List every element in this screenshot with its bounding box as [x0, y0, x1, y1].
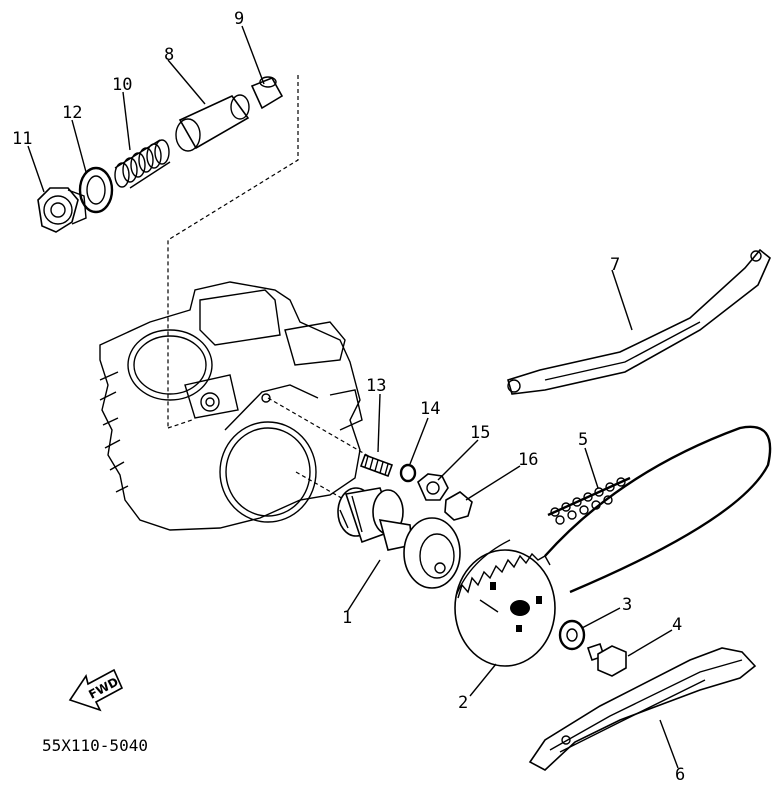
tensioner-cap-bolt	[37, 187, 87, 233]
callout-7: 7	[610, 255, 620, 275]
leader-lines	[27, 25, 679, 769]
callout-16: 16	[518, 450, 538, 470]
tensioner-rod	[175, 94, 250, 152]
callout-10: 10	[112, 75, 132, 95]
sprocket-washer	[558, 619, 586, 651]
callout-2: 2	[458, 693, 468, 713]
callout-12: 12	[62, 103, 82, 123]
stud-bolt	[359, 453, 394, 478]
callout-13: 13	[366, 376, 386, 396]
tensioner-gasket	[78, 166, 114, 214]
callout-15: 15	[470, 423, 490, 443]
part-code: 55X110-5040	[42, 736, 148, 755]
lock-washer	[399, 463, 417, 483]
cam-chain	[455, 425, 772, 597]
callout-3: 3	[622, 595, 632, 615]
chain-guide-upper	[507, 248, 771, 395]
callout-11: 11	[12, 129, 32, 149]
hex-nut	[417, 473, 449, 501]
tensioner-spring	[114, 139, 171, 189]
dash-leader-tensioner	[167, 75, 373, 501]
callout-4: 4	[672, 615, 682, 635]
callout-1: 1	[342, 608, 352, 628]
callout-14: 14	[420, 399, 440, 419]
sprocket-bolt	[586, 642, 627, 677]
callout-5: 5	[578, 430, 588, 450]
callout-9: 9	[234, 9, 244, 29]
camshaft	[337, 487, 461, 589]
forward-arrow: FWD	[68, 668, 124, 712]
cam-sprocket	[454, 549, 556, 667]
cap-nut	[444, 491, 473, 521]
tensioner-cap	[250, 76, 284, 110]
chain-guide-lower	[528, 647, 757, 771]
callout-labels: 1 2 3 4 5 6 7 8 9 10 11 12 13 14 15 16	[12, 9, 685, 785]
cylinder-head	[99, 281, 363, 531]
callout-8: 8	[164, 45, 174, 65]
callout-6: 6	[675, 765, 685, 785]
